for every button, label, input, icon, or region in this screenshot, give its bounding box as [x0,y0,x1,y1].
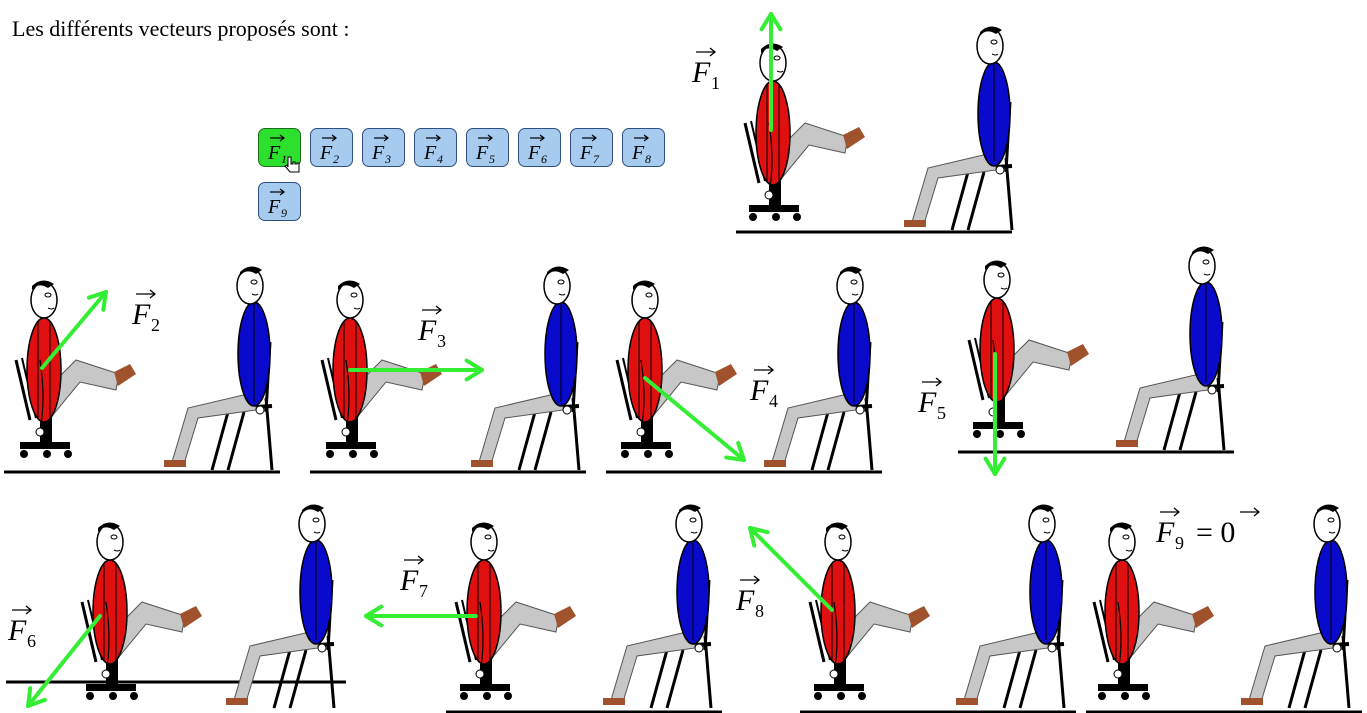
force-arrow [750,528,832,610]
pushing-person [603,504,711,708]
pushing-person [956,504,1064,708]
vector-label-letter: F [417,314,437,347]
zero-vector-equation: = 0 [1196,516,1235,549]
seated-person [969,260,1089,438]
vector-label-letter: F [749,374,769,407]
vector-label-subscript: 1 [711,73,720,93]
vector-label-subscript: 3 [437,331,446,351]
pushing-person [764,266,872,470]
seated-person [745,43,865,221]
seated-person [617,280,737,458]
seated-person [1094,522,1214,700]
vector-label-letter: F [131,298,151,331]
vector-label-letter: F [691,56,711,89]
vector-label-letter: F [917,386,937,419]
vector-label-subscript: 8 [755,601,764,621]
vector-label-subscript: 6 [27,631,36,651]
pushing-person [226,504,334,708]
vector-label-letter: F [1155,516,1175,549]
vector-label-subscript: 4 [769,391,778,411]
pushing-person [1116,246,1224,450]
pushing-person [1241,504,1349,708]
seated-person [810,522,930,700]
seated-person [456,522,576,700]
vector-label-subscript: 7 [419,581,428,601]
vector-label-letter: F [735,584,755,617]
vector-label-subscript: 5 [937,403,946,423]
vector-label-letter: F [399,564,419,597]
vector-label-subscript: 9 [1175,533,1184,553]
pushing-person [471,266,579,470]
vector-label-letter: F [7,614,27,647]
pushing-person [904,26,1012,230]
pushing-person [164,266,272,470]
seated-person [82,522,202,700]
seated-person [16,280,136,458]
vector-label-subscript: 2 [151,315,160,335]
